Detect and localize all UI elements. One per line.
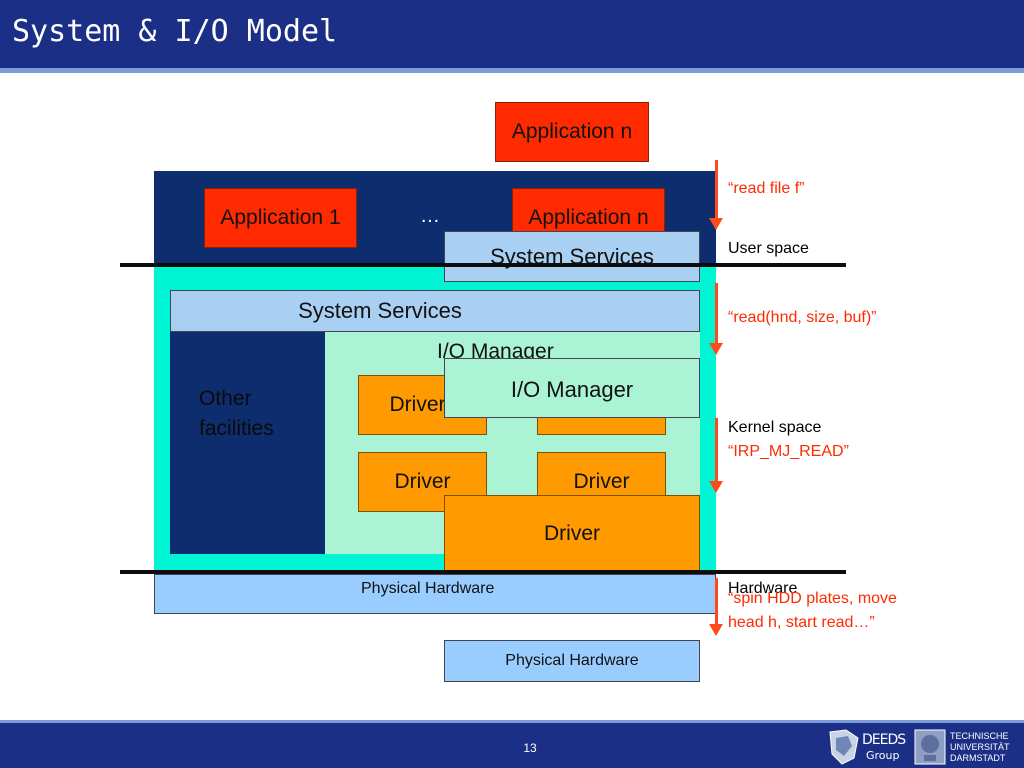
physical-hardware-small: Physical Hardware bbox=[444, 640, 700, 682]
arrow-shaft-4 bbox=[715, 578, 718, 626]
annotation-read-call: “read(hnd, size, buf)” bbox=[728, 309, 877, 326]
deeds-group-text: Group bbox=[866, 749, 900, 762]
page-number: 13 bbox=[523, 741, 537, 755]
application-n-top: Application n bbox=[495, 102, 649, 162]
other-facilities-box bbox=[170, 332, 325, 554]
tu-text-line1: TECHNISCHE bbox=[950, 731, 1009, 741]
tu-text-line2: UNIVERSITÄT bbox=[950, 742, 1010, 752]
annotation-read-file: “read file f” bbox=[728, 180, 805, 197]
system-services-kernel: System Services bbox=[170, 290, 700, 332]
io-manager-bg-label: I/O Manager bbox=[437, 340, 554, 363]
system-services-overlay: System Services bbox=[444, 231, 700, 282]
arrow-shaft-2 bbox=[715, 283, 718, 345]
slide-header bbox=[0, 0, 1024, 68]
header-divider bbox=[0, 68, 1024, 73]
driver-overlay: Driver bbox=[444, 495, 700, 572]
arrow-head-2 bbox=[709, 343, 723, 355]
physical-hardware-wide bbox=[154, 574, 716, 614]
tu-darmstadt-logo: TECHNISCHE UNIVERSITÄT DARMSTADT bbox=[914, 728, 1022, 766]
arrow-head-3 bbox=[709, 481, 723, 493]
annotation-kernel-space: Kernel space bbox=[728, 419, 822, 436]
annotation-user-space: User space bbox=[728, 240, 809, 257]
deeds-emblem-icon bbox=[829, 729, 859, 765]
system-services-kernel-label: System Services bbox=[298, 298, 462, 323]
physical-hardware-wide-label: Physical Hardware bbox=[361, 580, 495, 597]
user-kernel-boundary bbox=[120, 263, 846, 267]
io-manager-overlay: I/O Manager bbox=[444, 358, 700, 418]
slide-title: System & I/O Model bbox=[12, 14, 338, 49]
driver-hidden-left-label: Driver bbox=[389, 393, 446, 416]
kernel-hardware-boundary bbox=[120, 570, 846, 574]
tu-seal-icon bbox=[914, 729, 946, 765]
ellipsis: … bbox=[420, 205, 440, 227]
arrow-shaft-3 bbox=[715, 418, 718, 483]
footer-divider bbox=[0, 720, 1024, 723]
annotation-hardware: Hardware bbox=[728, 580, 798, 597]
other-facilities-label: Other facilities bbox=[199, 387, 274, 440]
application-1: Application 1 bbox=[204, 188, 357, 248]
annotation-spin-line1: “spin HDD plates, move bbox=[728, 590, 897, 607]
tu-text-line3: DARMSTADT bbox=[950, 753, 1006, 763]
arrow-head-4 bbox=[709, 624, 723, 636]
annotation-irp: “IRP_MJ_READ” bbox=[728, 443, 849, 460]
annotation-spin-line2: head h, start read…” bbox=[728, 614, 875, 631]
deeds-text: DEEDS bbox=[862, 732, 906, 748]
deeds-logo: DEEDS Group bbox=[828, 728, 908, 766]
arrow-shaft-1 bbox=[715, 160, 718, 220]
arrow-head-1 bbox=[709, 218, 723, 230]
